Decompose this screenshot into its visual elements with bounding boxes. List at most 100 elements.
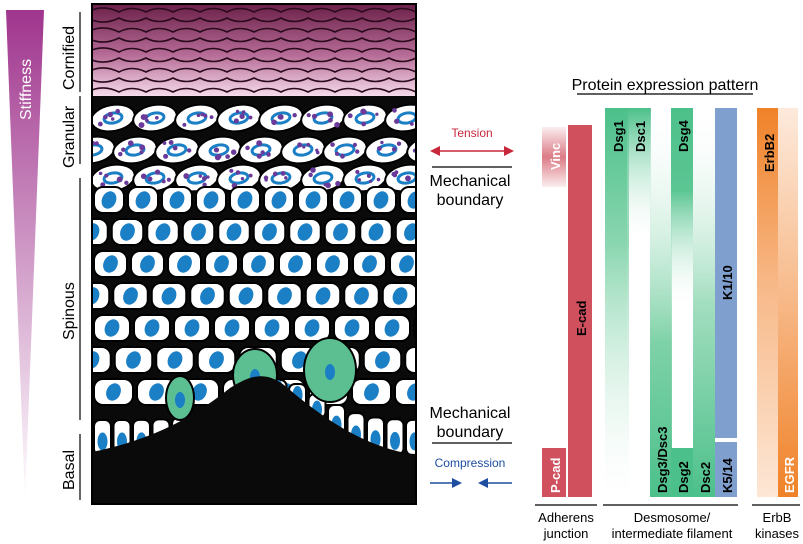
stiffness-gradient <box>6 10 44 500</box>
spinous-cell <box>253 314 291 342</box>
spinous-cell <box>333 314 371 342</box>
spinous-cell <box>373 314 411 342</box>
layer-label-basal: Basal <box>61 450 78 490</box>
granular-cell <box>300 103 346 133</box>
group-erbb-line1: ErbB <box>763 510 792 525</box>
spinous-cell <box>155 346 195 374</box>
spinous-cell <box>113 346 154 374</box>
group-desmosome-line2: intermediate filament <box>612 526 733 541</box>
spinous-cell <box>92 346 112 374</box>
spinous-cell <box>204 250 239 278</box>
mechanical-boundary-bottom-line2: boundary <box>437 424 504 441</box>
label-dsg2: Dsg2 <box>676 461 691 493</box>
spinous-cell <box>196 346 237 374</box>
spinous-cell <box>217 218 251 246</box>
layer-label-cornified: Cornified <box>61 26 78 90</box>
layer-label-spinous: Spinous <box>61 282 78 340</box>
granular-cell <box>364 135 410 165</box>
compression-label: Compression <box>435 456 506 470</box>
spinous-cell <box>133 314 171 342</box>
label-k514: K5/14 <box>720 458 735 493</box>
spinous-cell <box>351 378 392 406</box>
layer-label-granular: Granular <box>61 105 78 168</box>
spinous-cell <box>389 250 416 278</box>
label-dsg1: Dsg1 <box>611 120 626 152</box>
cornified-line <box>92 27 416 33</box>
spinous-cell <box>352 250 387 278</box>
bar-vinc <box>542 127 566 187</box>
group-adherens-line2: junction <box>543 526 589 541</box>
spinous-cell <box>93 314 131 342</box>
granular-cell <box>258 163 304 193</box>
spinous-cell <box>343 282 380 310</box>
spinous-cell <box>288 218 322 246</box>
granular-cell <box>174 103 220 133</box>
spinous-cell <box>278 250 313 278</box>
spinous-cell <box>293 314 331 342</box>
spinous-cell <box>263 186 295 214</box>
label-dsg3-dsc3: Dsg3/Dsc3 <box>655 427 670 493</box>
label-erbb2: ErbB2 <box>762 134 777 172</box>
cornified-layer <box>92 4 416 96</box>
bar-dsg4 <box>671 108 693 438</box>
spinous-cell <box>227 282 265 310</box>
group-erbb-line2: kinases <box>755 526 800 541</box>
spinous-cell <box>252 218 287 246</box>
granular-cell <box>196 135 242 165</box>
tissue-illustration <box>92 4 456 504</box>
spinous-cell <box>189 282 226 310</box>
granular-cell <box>132 103 178 133</box>
compression-arrows <box>430 478 512 488</box>
bar-dsg1 <box>605 108 629 497</box>
granular-cell <box>322 135 368 165</box>
basal-cell <box>385 418 405 456</box>
mechanical-boundary-top-line1: Mechanical <box>430 173 511 190</box>
spinous-cell <box>150 282 188 310</box>
spinous-cell <box>323 218 358 246</box>
spinous-cell <box>394 218 416 246</box>
spinous-cell <box>404 346 416 374</box>
bar-erbb2 <box>757 108 779 497</box>
bar-k110 <box>715 108 737 438</box>
spinous-layer <box>92 186 456 406</box>
spinous-cell <box>167 250 202 278</box>
basal-layer <box>93 337 416 456</box>
spinous-cell <box>130 250 165 278</box>
mechanical-boundary-top-line2: boundary <box>437 192 504 209</box>
bar-ecad <box>568 125 592 497</box>
mechanical-boundary-bottom-line1: Mechanical <box>430 405 511 422</box>
granular-cell <box>112 135 158 165</box>
spinous-cell <box>421 283 456 309</box>
bar-pcad <box>542 448 566 497</box>
spinous-cell <box>93 378 134 406</box>
spinous-cell <box>110 218 145 246</box>
spinous-cell <box>93 186 125 214</box>
spinous-cell <box>365 186 397 214</box>
spinous-cell <box>297 186 329 214</box>
spinous-cell <box>93 250 128 278</box>
bar-dsg2 <box>671 448 693 497</box>
spinous-cell <box>92 282 111 310</box>
spinous-cell <box>127 186 159 214</box>
spinous-cell <box>359 218 393 246</box>
granular-cell <box>300 163 346 193</box>
cornified-line <box>92 87 416 93</box>
bar-dsg3-dsc3 <box>650 108 672 497</box>
cornified-line <box>92 47 416 53</box>
spinous-cell <box>181 218 216 246</box>
cornified-line <box>92 77 416 83</box>
label-dsc1: Dsc1 <box>633 121 648 152</box>
spinous-cell <box>362 346 403 374</box>
label-dsc2: Dsc2 <box>698 462 713 493</box>
tension-arrow <box>430 146 514 156</box>
spinous-cell <box>315 250 350 278</box>
spinous-cell <box>92 218 109 246</box>
granular-layer <box>92 103 416 193</box>
label-pcad: P-cad <box>548 458 563 493</box>
spinous-cell <box>241 250 276 278</box>
spinous-cell <box>173 314 211 342</box>
spinous-cell <box>394 378 416 406</box>
spinous-cell <box>195 186 227 214</box>
stiffness-label: Stiffness <box>18 59 35 120</box>
